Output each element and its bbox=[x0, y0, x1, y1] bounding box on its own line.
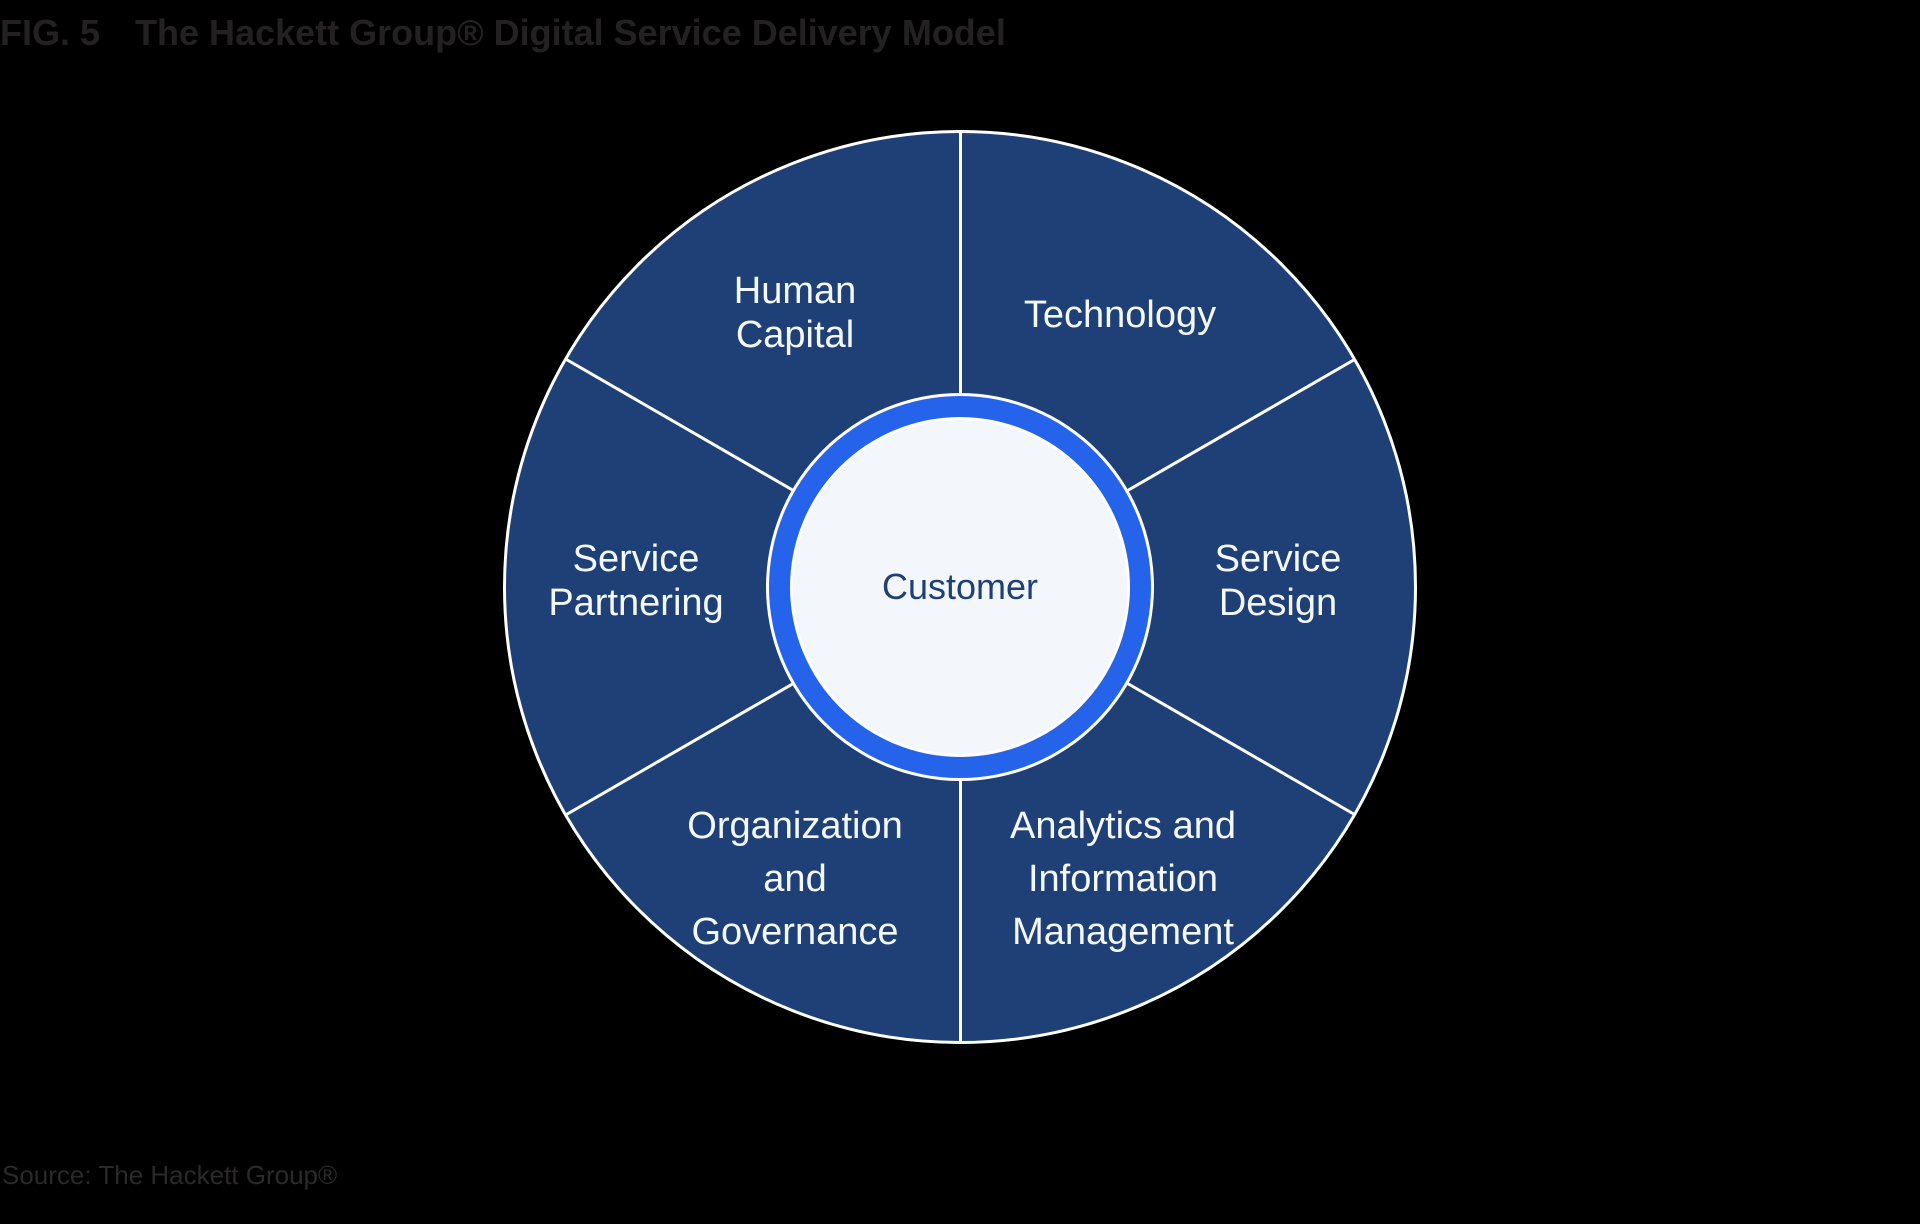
delivery-model-wheel: Customer Human Capital Technology Servic… bbox=[503, 130, 1417, 1044]
figure-title: The Hackett Group® Digital Service Deliv… bbox=[135, 12, 1006, 53]
segment-label-service-design: Service Design bbox=[1214, 538, 1342, 624]
figure-header: FIG. 5 The Hackett Group® Digital Servic… bbox=[0, 13, 1006, 53]
segment-label-service-partnering: Service Partnering bbox=[548, 538, 724, 624]
segment-label-technology: Technology bbox=[1023, 294, 1217, 336]
customer-label: Customer bbox=[881, 566, 1039, 607]
segment-label-analytics-information-management: Analytics and Information Management bbox=[1009, 805, 1236, 953]
segment-label-human-capital: Human Capital bbox=[733, 270, 857, 356]
customer-hub: Customer bbox=[793, 420, 1127, 754]
segment-label-organization-governance: Organization and Governance bbox=[687, 805, 903, 953]
figure-label: FIG. 5 bbox=[0, 12, 101, 53]
divider-line bbox=[958, 132, 962, 404]
source-text: Source: The Hackett Group® bbox=[2, 1160, 338, 1190]
